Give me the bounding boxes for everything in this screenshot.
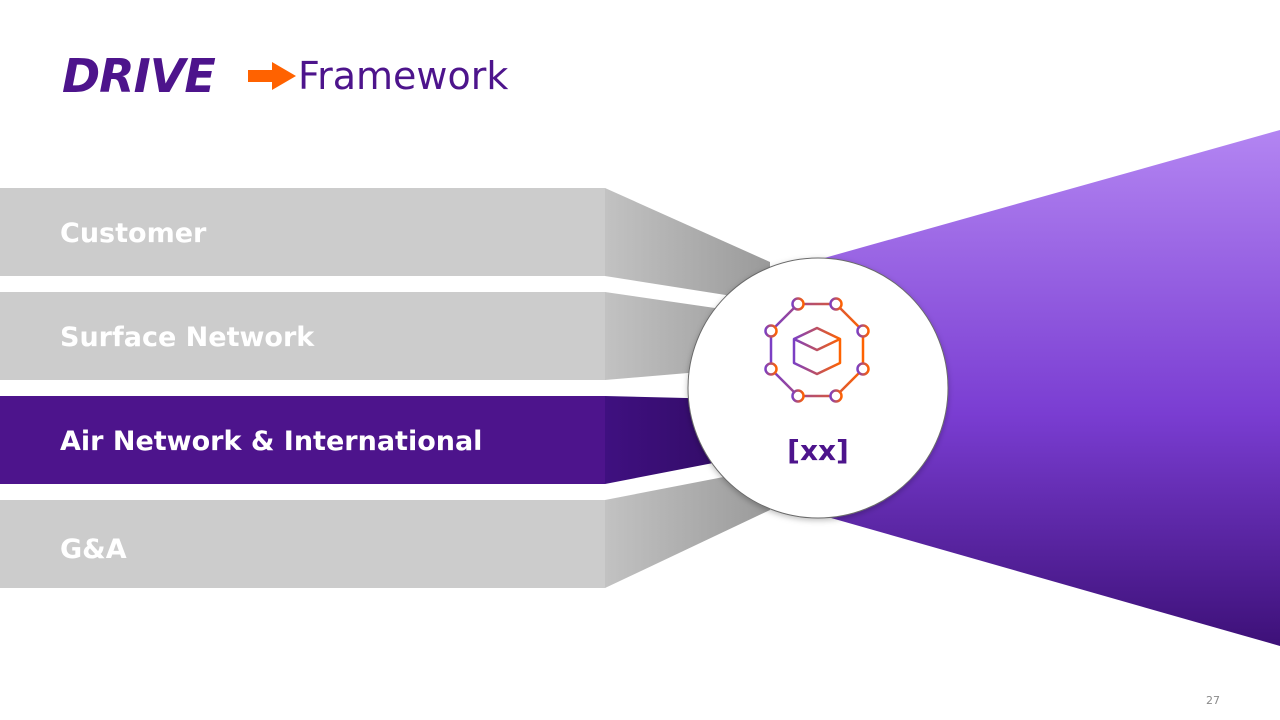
page-title: Framework xyxy=(298,54,509,98)
hub-circle xyxy=(687,257,949,519)
drive-arrow-icon xyxy=(248,62,296,90)
output-cone xyxy=(810,130,1280,646)
band-customer-funnel xyxy=(605,188,770,302)
band-customer-bar xyxy=(0,188,605,276)
page-number: 27 xyxy=(1206,694,1220,707)
band-ga-funnel xyxy=(605,468,770,588)
drive-logo: DRIVE xyxy=(62,49,216,103)
hub-value: [xx] xyxy=(787,434,849,467)
band-air-network-bar xyxy=(0,396,605,484)
band-label-surface-network: Surface Network xyxy=(60,322,315,353)
network-cube-icon xyxy=(764,297,870,403)
band-label-ga: G&A xyxy=(60,534,127,565)
band-surface-network-bar xyxy=(0,292,605,380)
band-label-customer: Customer xyxy=(60,218,207,249)
band-ga-bar xyxy=(0,500,605,588)
band-label-air-network-international: Air Network & International xyxy=(60,426,483,457)
